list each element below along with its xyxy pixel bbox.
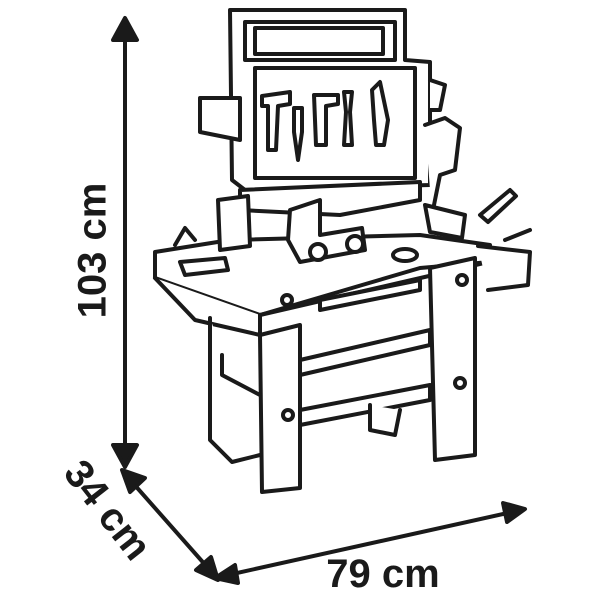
width-arrow	[213, 501, 527, 585]
width-label: 79 cm	[326, 552, 440, 596]
depth-arrow	[120, 468, 220, 582]
height-label: 103 cm	[70, 182, 115, 319]
table-frame	[208, 256, 477, 494]
height-arrow	[111, 16, 139, 469]
tool-board	[198, 8, 462, 217]
